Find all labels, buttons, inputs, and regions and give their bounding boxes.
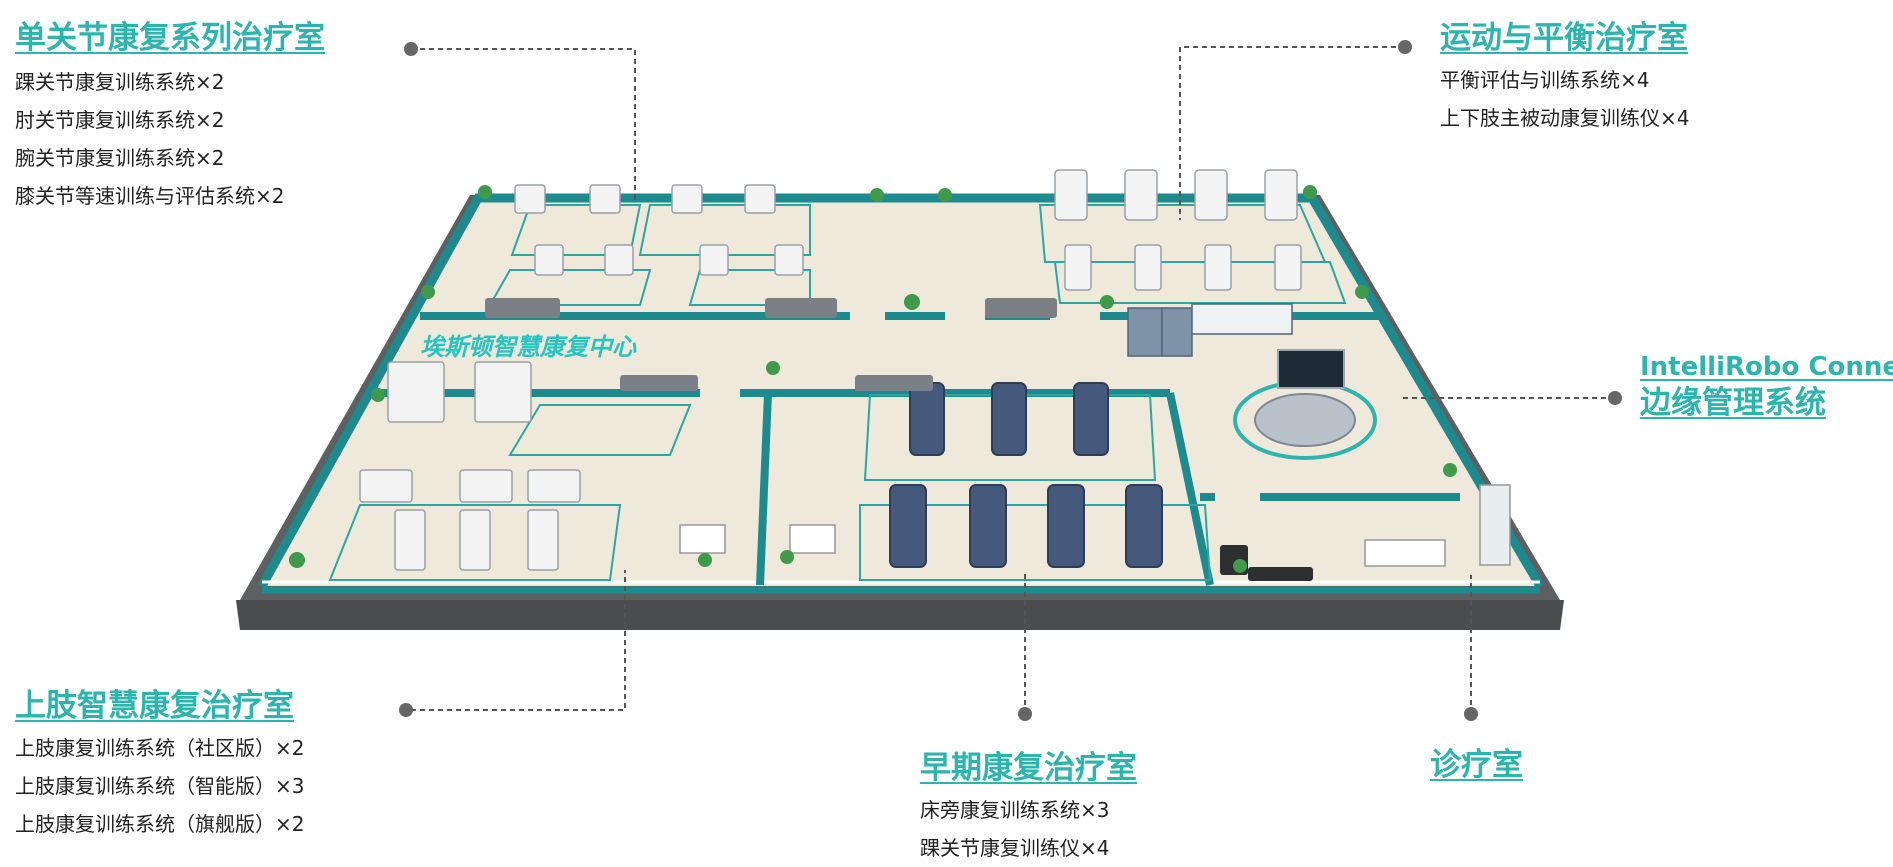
label-edge-management: IntelliRobo Connect 边缘管理系统 — [1640, 352, 1893, 422]
callout-dot-clinic — [1464, 707, 1478, 721]
equipment-item: 平衡评估与训练系统×4 — [1440, 68, 1650, 93]
plants — [289, 185, 1457, 573]
waiting-seats — [485, 298, 1057, 391]
callout-dot-early-rehab — [1018, 707, 1032, 721]
equipment-item: 膝关节等速训练与评估系统×2 — [15, 184, 285, 209]
equipment-item: 上肢康复训练系统（社区版）×2 — [15, 736, 305, 761]
equipment-item: 腕关节康复训练系统×2 — [15, 146, 225, 171]
center-name-text: 埃斯顿智慧康复中心 — [420, 333, 637, 361]
server-racks — [1127, 303, 1293, 357]
edge-hub — [1233, 349, 1377, 460]
outer-wall — [258, 193, 1544, 589]
equipment-item: 上下肢主被动康复训练仪×4 — [1440, 106, 1690, 131]
label-motion-balance-room: 运动与平衡治疗室 平衡评估与训练系统×4 上下肢主被动康复训练仪×4 — [1440, 20, 1689, 137]
label-upper-limb-room: 上肢智慧康复治疗室 上肢康复训练系统（社区版）×2 上肢康复训练系统（智能版）×… — [15, 688, 304, 843]
room-title: 上肢智慧康复治疗室 — [15, 688, 294, 724]
desks — [679, 484, 1511, 567]
equipment-item: 踝关节康复训练系统×2 — [15, 70, 225, 95]
callout-dot-single-joint — [404, 42, 418, 56]
label-clinic-room: 诊疗室 — [1430, 747, 1523, 784]
room-title-cn: 边缘管理系统 — [1640, 385, 1826, 422]
equipment-item: 肘关节康复训练系统×2 — [15, 108, 225, 133]
room-title: 单关节康复系列治疗室 — [15, 20, 325, 56]
room-title: 诊疗室 — [1430, 747, 1523, 783]
room-title-en: IntelliRobo Connect — [1640, 352, 1893, 382]
rehab-machines — [359, 169, 1302, 571]
equipment-item: 上肢康复训练系统（智能版）×3 — [15, 774, 305, 799]
room-title: 早期康复治疗室 — [920, 750, 1137, 786]
room-title: 运动与平衡治疗室 — [1440, 20, 1688, 56]
equipment-item: 踝关节康复训练仪×4 — [920, 836, 1110, 861]
label-single-joint-room: 单关节康复系列治疗室 踝关节康复训练系统×2 肘关节康复训练系统×2 腕关节康复… — [15, 20, 325, 215]
floor-base-edge — [236, 600, 1564, 630]
callout-dot-edge-mgmt — [1608, 391, 1622, 405]
treatment-beds — [889, 382, 1163, 568]
callout-dot-upper-limb — [399, 703, 413, 717]
callout-dot-motion-balance — [1398, 40, 1412, 54]
equipment-item: 上肢康复训练系统（旗舰版）×2 — [15, 812, 305, 837]
equipment-item: 床旁康复训练系统×3 — [920, 798, 1110, 823]
label-early-rehab-room: 早期康复治疗室 床旁康复训练系统×3 踝关节康复训练仪×4 — [920, 750, 1137, 867]
